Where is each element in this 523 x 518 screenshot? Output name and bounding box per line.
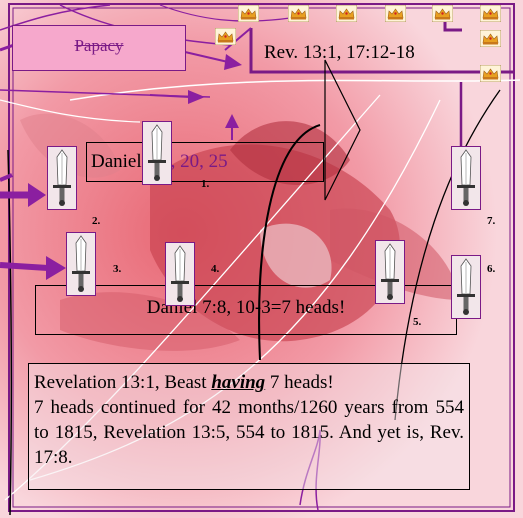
note-emphasis-having: having <box>211 372 266 393</box>
revelation-note-box: Revelation 13:1, Beast having 7 heads! 7… <box>28 363 470 490</box>
daniel-heads-box: Daniel 7:8, 20, 25 <box>86 142 324 182</box>
head-5-sword-icon <box>375 240 405 304</box>
head-2-sword-icon <box>47 146 77 210</box>
head-1-label: 1. <box>201 178 210 190</box>
note-line1-prefix: Revelation 13:1, Beast <box>34 372 212 393</box>
crown-icon <box>237 4 260 23</box>
head-6-sword-icon <box>451 255 481 319</box>
head-4-label: 4. <box>211 263 220 275</box>
head-3-label: 3. <box>113 263 122 275</box>
crown-icon <box>479 64 502 83</box>
head-6-label: 6. <box>487 263 496 275</box>
head-1-sword-icon <box>142 121 172 185</box>
revelation-reference-label: Rev. 13:1, 17:12-18 <box>264 42 415 63</box>
crown-icon <box>287 4 310 23</box>
crown-icon <box>479 29 502 48</box>
papacy-box: Papacy <box>12 25 186 71</box>
head-3-sword-icon <box>66 232 96 296</box>
daniel-reference-label: Daniel 7:8, 20, 25 <box>91 151 228 173</box>
head-7-sword-icon <box>451 146 481 210</box>
note-line1-suffix: 7 heads! <box>265 372 334 393</box>
crown-icon <box>335 4 358 23</box>
revelation-note-text: Revelation 13:1, Beast having 7 heads! 7… <box>34 370 464 470</box>
note-body: 7 heads continued for 42 months/1260 yea… <box>34 397 464 468</box>
crown-icon <box>431 4 454 23</box>
crown-icon <box>479 4 502 23</box>
crown-icon <box>384 4 407 23</box>
crown-icon <box>214 27 237 46</box>
head-5-label: 5. <box>413 316 422 328</box>
revelation-reference-box: Rev. 13:1, 17:12-18 <box>258 38 472 68</box>
arrow-to-head-3 <box>0 262 49 271</box>
daniel-count-label: Daniel 7:8, 10-3=7 heads! <box>146 297 346 318</box>
daniel-reference-verses: :8, 20, 25 <box>155 151 228 172</box>
papacy-label: Papacy <box>74 36 124 55</box>
arrow-to-papacy <box>0 43 15 52</box>
daniel-reference-prefix: Daniel 7 <box>91 151 156 172</box>
arrow-to-rev <box>184 51 229 63</box>
head-2-label: 2. <box>92 215 101 227</box>
head-7-label: 7. <box>487 215 496 227</box>
head-4-sword-icon <box>165 242 195 306</box>
